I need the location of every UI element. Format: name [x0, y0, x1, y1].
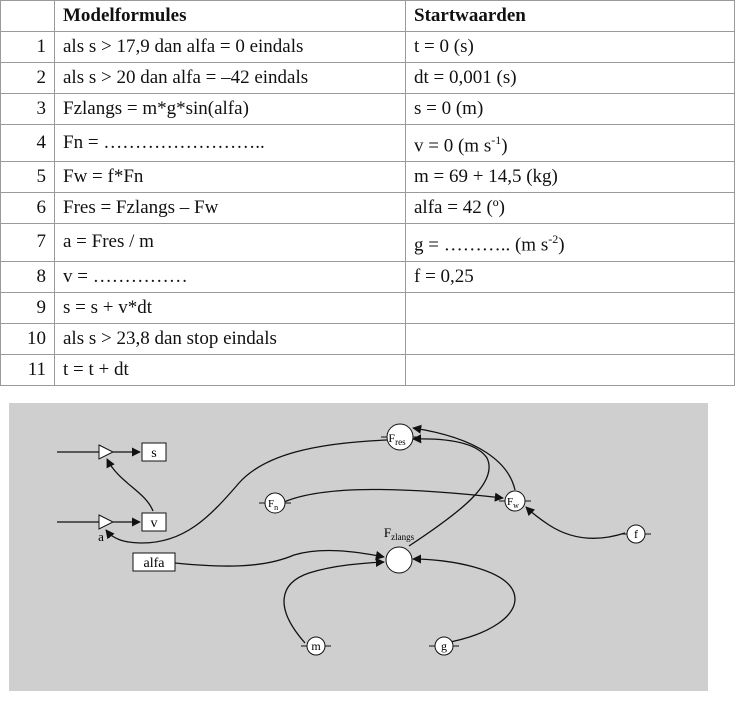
- fzlangs-label: Fzlangs: [384, 525, 415, 542]
- fn-node: [264, 492, 286, 514]
- fn-label: Fn: [268, 498, 278, 512]
- model-diagram: s v a alfa Fres Fn Fw Fzlangs f: [9, 403, 708, 691]
- row-startwaarde: [405, 291, 735, 324]
- row-formula: Fres = Fzlangs – Fw: [54, 192, 406, 225]
- valve-v: [98, 514, 115, 530]
- stock-s-label: s: [151, 446, 156, 461]
- header-startwaarden: Startwaarden: [405, 0, 735, 32]
- alfa-label: alfa: [144, 556, 166, 571]
- connector-v-to-s: [106, 458, 154, 512]
- row-startwaarde: v = 0 (m s-1): [405, 123, 735, 163]
- row-startwaarde: g = ……….. (m s-2): [405, 223, 735, 262]
- connector-fzlangs-to-fres: [408, 434, 490, 547]
- fres-label: Fres: [388, 431, 406, 447]
- row-startwaarde: m = 69 + 14,5 (kg): [405, 161, 735, 194]
- valve-a-label: a: [98, 529, 104, 544]
- row-formula: t = t + dt: [54, 353, 406, 386]
- row-formula: a = Fres / m: [54, 223, 406, 262]
- row-number: 7: [0, 223, 55, 262]
- stock-v: [141, 512, 167, 532]
- table-header-row: Modelformules Startwaarden: [0, 0, 735, 32]
- row-number: 5: [0, 161, 55, 194]
- row-formula: s = s + v*dt: [54, 291, 406, 324]
- connector-g-to-fzlangs: [412, 554, 516, 644]
- row-startwaarde: f = 0,25: [405, 260, 735, 293]
- row-formula: als s > 20 dan alfa = –42 eindals: [54, 62, 406, 94]
- row-startwaarde: alfa = 42 (º): [405, 192, 735, 225]
- row-startwaarde: t = 0 (s): [405, 31, 735, 63]
- m-node: [306, 636, 326, 656]
- valve-s: [98, 444, 115, 460]
- row-number: 9: [0, 291, 55, 324]
- m-label: m: [311, 639, 321, 653]
- header-modelformules: Modelformules: [54, 0, 406, 32]
- diagram-canvas: s v a alfa Fres Fn Fw Fzlangs f: [57, 423, 651, 656]
- row-formula: Fn = ……………………..: [54, 123, 406, 163]
- row-formula: als s > 17,9 dan alfa = 0 eindals: [54, 31, 406, 63]
- connector-fw-to-fres: [412, 424, 516, 491]
- fw-node: [504, 490, 526, 512]
- fzlangs-node: [385, 546, 413, 574]
- header-number: [0, 0, 55, 32]
- row-number: 6: [0, 192, 55, 225]
- row-number: 1: [0, 31, 55, 63]
- stock-s: [141, 442, 167, 462]
- g-node: [434, 636, 454, 656]
- f-node: [626, 524, 646, 544]
- connector-fn-to-fw: [283, 488, 504, 503]
- row-startwaarde: s = 0 (m): [405, 93, 735, 125]
- row-startwaarde: [405, 353, 735, 386]
- fres-node: [386, 423, 414, 451]
- connector-fres-to-a: [105, 439, 388, 544]
- row-startwaarde: dt = 0,001 (s): [405, 62, 735, 94]
- row-formula: Fw = f*Fn: [54, 161, 406, 194]
- alfa-box: [132, 552, 176, 572]
- row-startwaarde: [405, 322, 735, 355]
- stock-v-label: v: [151, 516, 158, 531]
- row-number: 8: [0, 260, 55, 293]
- f-label: f: [634, 527, 638, 541]
- row-formula: v = ……………: [54, 260, 406, 293]
- row-number: 2: [0, 62, 55, 94]
- row-formula: als s > 23,8 dan stop eindals: [54, 322, 406, 355]
- fw-label: Fw: [507, 496, 519, 510]
- row-number: 3: [0, 93, 55, 125]
- connector-alfa-to-fzlangs: [174, 549, 385, 567]
- connector-f-to-fw: [525, 506, 626, 539]
- row-number: 4: [0, 123, 55, 163]
- g-label: g: [441, 639, 447, 653]
- row-number: 10: [0, 322, 55, 355]
- row-number: 11: [0, 353, 55, 386]
- connector-m-to-fzlangs: [283, 557, 385, 644]
- row-formula: Fzlangs = m*g*sin(alfa): [54, 93, 406, 125]
